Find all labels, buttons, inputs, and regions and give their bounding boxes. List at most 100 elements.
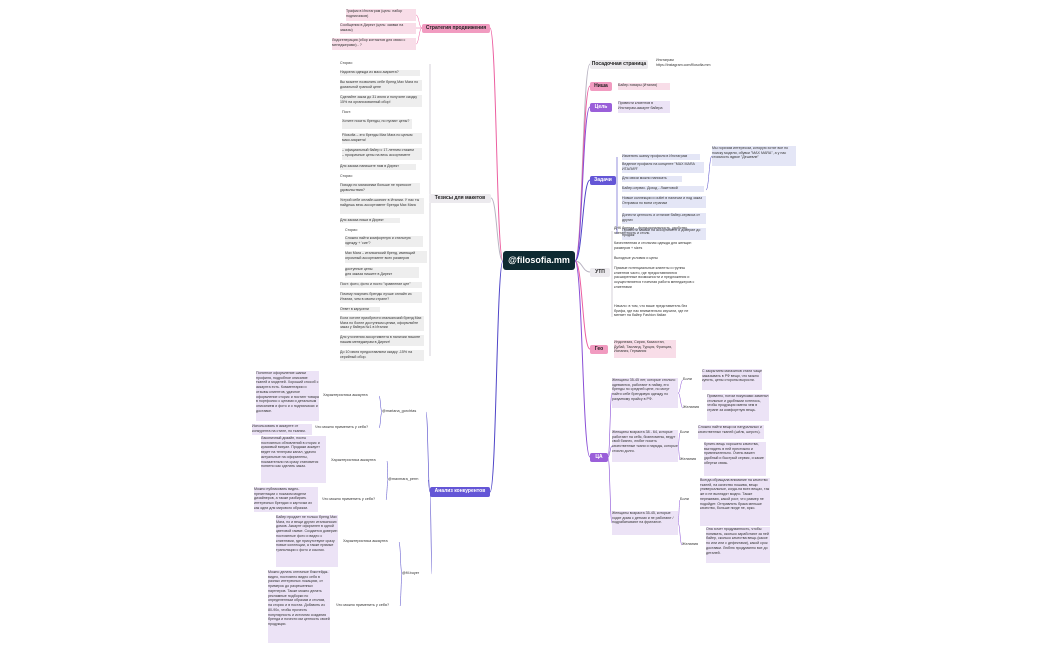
- thesis-item-15[interactable]: Сложно найти комфортную и стильную одежд…: [345, 236, 423, 247]
- landing-text[interactable]: Инстаграм https://instagram.com/filosofi…: [656, 58, 711, 67]
- competitor-3-char-text[interactable]: Байер продает не только бренд Max Mara, …: [276, 515, 338, 567]
- ta-segment-3-desc[interactable]: Женщины возраста 35-45, которые ходят до…: [612, 511, 678, 535]
- thesis-item-5[interactable]: Пост:: [342, 110, 352, 114]
- ta-segment-3-pain[interactable]: Всегда обращала внимание на качество тка…: [700, 478, 770, 526]
- competitor-3-char-label[interactable]: Характеристика аккаунта: [343, 539, 388, 543]
- competitor-1-char-text[interactable]: Понятное оформление шапки профиля, подро…: [256, 371, 319, 421]
- thesis-item-11[interactable]: Походи по магазинам больше не приносит у…: [340, 183, 420, 194]
- utp-item-5[interactable]: Начало: в том, что ваше представитель бе…: [614, 304, 689, 318]
- link-seg3-pain: [677, 499, 681, 524]
- ta-segment-3-want[interactable]: Она хочет продуманность, чтобы понимать,…: [706, 527, 770, 563]
- thesis-item-20[interactable]: Ответ в карусели: [340, 307, 380, 312]
- thesis-item-14[interactable]: Сторис:: [345, 228, 359, 232]
- competitor-2-char-label[interactable]: Характеристика аккаунта: [331, 458, 376, 462]
- ta-segment-2-pain[interactable]: Сложно найти вещи из натуральных и качес…: [698, 425, 764, 439]
- task-item-6[interactable]: Донести ценность и отличие байер-сервиса…: [622, 213, 706, 224]
- task-item-4[interactable]: Байер-сервис. Доход - Лакетовой: [622, 186, 704, 192]
- link-root-competitors: [489, 260, 504, 493]
- competitor-1-char-label[interactable]: Характеристика аккаунта: [323, 393, 368, 397]
- link-comp-3: [429, 491, 433, 575]
- geo-text[interactable]: Индонезия, Сирия, Казахстан, Дубай, Таил…: [614, 340, 676, 358]
- thesis-item-2[interactable]: Надоела одежда из масс-маркета?: [340, 70, 420, 76]
- link-root-theses: [490, 197, 504, 262]
- utp-item-2[interactable]: Качественная и стильная одежда для женщи…: [614, 241, 692, 250]
- tasks-note[interactable]: Мы горячим интересом, которую хотят все …: [712, 146, 796, 166]
- ta-segment-1-want-label[interactable]: Желания: [683, 405, 700, 409]
- competitors-header[interactable]: Анализ конкурентов: [430, 487, 490, 497]
- tasks-header[interactable]: Задачи: [590, 176, 616, 185]
- link-root-tasks: [574, 179, 591, 262]
- goal-text[interactable]: Привести клиентов в Инстаграм-аккаунт ба…: [618, 101, 670, 113]
- task-item-5[interactable]: Новые коллекции и outlet в наличии и под…: [622, 196, 706, 208]
- thesis-item-12[interactable]: Устрой себе онлайн-шопинг в Италии. У на…: [340, 198, 424, 214]
- link-comp3-apply: [399, 573, 403, 607]
- thesis-item-3[interactable]: Вы можете позволить себе бренд Max Mara …: [340, 80, 422, 91]
- ta-segment-2-pain-label[interactable]: Боли: [680, 430, 689, 434]
- theses-header[interactable]: Тезисы для макетов: [429, 194, 491, 203]
- link-ta-seg1: [607, 392, 613, 458]
- competitor-3-apply-text[interactable]: Можно делать оптичные бэкстейдж-видео, п…: [268, 570, 330, 643]
- thesis-item-4[interactable]: Сделайте заказ до 31 июля и получите ски…: [340, 95, 422, 107]
- thesis-item-6[interactable]: Хотите носить бренды, но пугают цены?: [342, 119, 412, 129]
- ta-segment-2-want[interactable]: Купить вещь хорошего качества, выглядеть…: [704, 442, 766, 476]
- competitor-3-apply-label[interactable]: Что можно применить у себя?: [336, 603, 390, 607]
- task-item-1[interactable]: Изменить шапку профиля в Инстаграм: [622, 154, 700, 160]
- utp-item-1[interactable]: ДНК бренда – функциональность, удобство,…: [614, 226, 688, 235]
- geo-header[interactable]: Гео: [590, 345, 608, 354]
- competitor-1-apply-label[interactable]: Что можно применить у себя?: [315, 425, 369, 429]
- thesis-item-13[interactable]: Для заказа пиши в Директ: [340, 218, 400, 223]
- task-item-2[interactable]: Ведение профиля на концепте "MAX MARA ИТ…: [622, 162, 704, 173]
- utp-item-3[interactable]: Выгодные условия и цены: [614, 256, 658, 260]
- strategy-header[interactable]: Стратегия продвижения: [422, 24, 490, 33]
- ta-header[interactable]: ЦА: [590, 453, 608, 462]
- competitor-1-name[interactable]: @mariana_gorchtas: [382, 409, 417, 413]
- niche-text[interactable]: Байер-товары (Италия): [618, 83, 670, 90]
- niche-header[interactable]: Ниша: [590, 82, 612, 91]
- link-root-utp: [574, 260, 591, 273]
- thesis-item-1[interactable]: Сторис:: [340, 61, 354, 65]
- task-item-7[interactable]: Привести заявки на ассортимент и доверие…: [622, 228, 706, 240]
- thesis-item-18[interactable]: Пост: фото, фото и посто "сравнение цен": [340, 282, 422, 288]
- link-comp-2: [427, 479, 431, 493]
- competitor-2-apply-label[interactable]: Что можно применить у себя?: [322, 497, 376, 501]
- ta-segment-3-pain-label[interactable]: Боли: [680, 497, 689, 501]
- thesis-item-9[interactable]: Для заказа напишите нам в Директ: [340, 164, 416, 170]
- thesis-item-22[interactable]: Для уточнения ассортимента в наличии пиш…: [340, 335, 424, 346]
- competitor-2-apply-text[interactable]: Можно публиковать видео-презентации с по…: [254, 487, 318, 512]
- root-node[interactable]: @filosofia.mm: [503, 251, 575, 270]
- strategy-item-3[interactable]: Лидогенерация (сбор контактов для связи …: [332, 38, 416, 50]
- task-item-3[interactable]: Для связи можно написать: [622, 176, 682, 182]
- link-tasks-note: [705, 155, 713, 191]
- landing-header[interactable]: Посадочная страница: [590, 60, 648, 69]
- goal-header[interactable]: Цель: [590, 103, 612, 112]
- competitor-2-char-text[interactable]: Лаконичный дизайн, посты постоянных обно…: [261, 436, 326, 483]
- competitor-1-apply-text[interactable]: Использовать в аккаунте от конкурента на…: [252, 424, 312, 435]
- thesis-item-7[interactable]: Filosofia – это бренды Max Mara по целым…: [342, 133, 422, 144]
- thesis-item-21[interactable]: Если хотите приобрести итальянский бренд…: [340, 316, 424, 331]
- thesis-item-17[interactable]: доступные цены для заказа пишите в Дирек…: [345, 267, 419, 278]
- ta-segment-1-pain-label[interactable]: Боли: [683, 377, 692, 381]
- thesis-item-16[interactable]: Max Mara – итальянский бренд, имеющий ог…: [345, 251, 427, 263]
- ta-segment-3-want-label[interactable]: Желания: [682, 542, 699, 546]
- link-seg1-want: [677, 392, 684, 409]
- competitor-3-name[interactable]: @fil.buyer: [402, 571, 420, 575]
- thesis-item-19[interactable]: Почему покупать бренды лучше онлайн из И…: [340, 292, 422, 303]
- competitor-2-name[interactable]: @maxmara_perm: [388, 477, 419, 481]
- ta-segment-2-desc[interactable]: Женщины возраста 38 - 64, которые работа…: [612, 430, 678, 462]
- strategy-item-2[interactable]: Сообщения в Директ (цель: заявки на зака…: [340, 23, 416, 34]
- ta-segment-2-want-label[interactable]: Желания: [680, 457, 697, 461]
- strategy-item-1[interactable]: Трафик в Инстаграм (цель: набор подписчи…: [346, 9, 416, 21]
- link-ta-seg3: [607, 456, 613, 524]
- thesis-item-23[interactable]: До 10 июля предоставляем скидку -15% на …: [340, 350, 424, 361]
- link-seg3-want: [677, 522, 683, 546]
- thesis-item-8[interactable]: – официальный байер с 17-летним стажем –…: [342, 148, 422, 160]
- utp-item-4[interactable]: Прямые потенциальные клиенты и группы кл…: [614, 266, 695, 289]
- ta-segment-1-want[interactable]: Приватно, потом покупками заменял стильн…: [707, 394, 769, 421]
- utp-header[interactable]: УТП: [590, 268, 610, 277]
- link-strategy-item-3: [415, 27, 423, 45]
- thesis-item-10[interactable]: Сторис:: [340, 174, 354, 178]
- ta-segment-1-desc[interactable]: Женщины 35-45 лет, которые стильно одева…: [612, 378, 678, 408]
- link-root-ta: [574, 260, 591, 458]
- ta-segment-1-pain[interactable]: С закрытием магазинов стали чаще заказыв…: [702, 369, 762, 390]
